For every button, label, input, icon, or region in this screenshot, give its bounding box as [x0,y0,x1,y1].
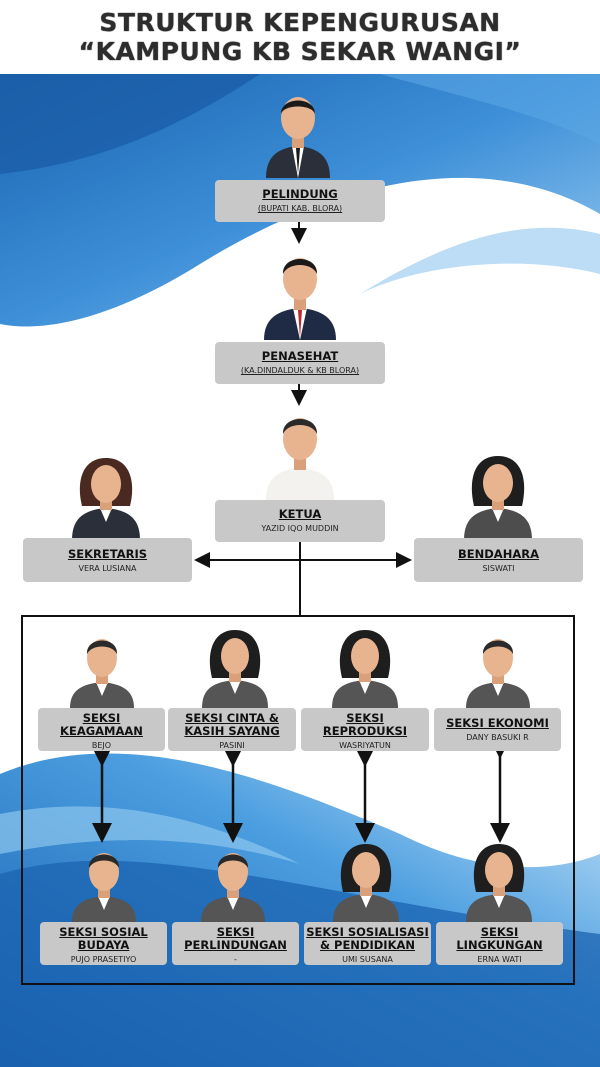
reproduksi-box: SEKSI REPRODUKSI WASRIYATUN [301,708,429,751]
title-line-2: “KAMPUNG KB SEKAR WANGI” [78,37,522,66]
sosial-box: SEKSI SOSIAL BUDAYA PUJO PRASETIYO [40,922,167,965]
sekretaris-title: SEKRETARIS [67,547,148,561]
perlindungan-avatar [201,853,265,922]
keagamaan-avatar [70,639,134,708]
ekonomi-name: DANY BASUKI R [466,733,529,742]
reproduksi-name: WASRIYATUN [339,741,391,750]
header: STRUKTUR KEPENGURUSAN “KAMPUNG KB SEKAR … [0,0,600,74]
cinta-title-1: SEKSI CINTA & [185,711,279,725]
ketua-name: YAZID IQO MUDDIN [261,524,339,533]
lingkungan-avatar [466,844,532,922]
ekonomi-box: SEKSI EKONOMI DANY BASUKI R [434,708,561,751]
lingkungan-title-2: LINGKUNGAN [456,938,543,952]
pelindung-box: PELINDUNG (BUPATI KAB. BLORA) [215,180,385,222]
pelindung-title: PELINDUNG [262,187,338,201]
reproduksi-title-1: SEKSI [346,711,384,725]
keagamaan-name: BEJO [91,741,112,750]
ketua-box: KETUA YAZID IQO MUDDIN [215,500,385,542]
penasehat-avatar [264,258,336,340]
sosialisasi-name: UMI SUSANA [342,955,393,964]
penasehat-name: (KA.DINDALDUK & KB BLORA) [240,366,360,375]
bendahara-title: BENDAHARA [458,547,539,561]
keagamaan-box: SEKSI KEAGAMAAN BEJO [38,708,165,751]
cinta-avatar [202,630,268,708]
pelindung-avatar [266,97,330,178]
cinta-name: PASINI [219,741,245,750]
sections-frame [21,615,575,985]
sekretaris-name: VERA LUSIANA [78,564,137,573]
ketua-title: KETUA [278,507,322,521]
ekonomi-title-1: SEKSI EKONOMI [446,716,549,730]
bendahara-avatar [464,456,532,540]
keagamaan-title-1: SEKSI [82,711,121,725]
pelindung-name: (BUPATI KAB. BLORA) [257,204,343,213]
penasehat-title: PENASEHAT [261,349,339,363]
perlindungan-box: SEKSI PERLINDUNGAN - [172,922,299,965]
sosial-title-1: SEKSI SOSIAL [59,925,148,939]
reproduksi-title-2: REPRODUKSI [322,724,408,738]
perlindungan-name: - [234,955,237,964]
ekonomi-avatar [466,639,530,708]
sekretaris-avatar [72,458,140,540]
cinta-box: SEKSI CINTA & KASIH SAYANG PASINI [168,708,296,751]
title-line-1: STRUKTUR KEPENGURUSAN [99,8,501,37]
sosialisasi-avatar [333,844,399,922]
sosial-title-2: BUDAYA [77,938,130,952]
sosialisasi-title-2: & PENDIDIKAN [319,938,416,952]
cinta-title-2: KASIH SAYANG [184,724,280,738]
sosialisasi-box: SEKSI SOSIALISASI & PENDIDIKAN UMI SUSAN… [304,922,431,965]
sosial-name: PUJO PRASETIYO [70,955,137,964]
lingkungan-title-1: SEKSI [480,925,519,939]
reproduksi-avatar [332,630,398,708]
ketua-avatar [266,418,334,500]
bendahara-box: BENDAHARA SISWATI [414,538,583,582]
sosial-avatar [72,853,136,922]
lingkungan-name: ERNA WATI [477,955,522,964]
sekretaris-box: SEKRETARIS VERA LUSIANA [23,538,192,582]
sosialisasi-title-1: SEKSI SOSIALISASI [306,925,429,939]
bendahara-name: SISWATI [482,564,515,573]
perlindungan-title-1: SEKSI [216,925,255,939]
perlindungan-title-2: PERLINDUNGAN [184,938,287,952]
lingkungan-box: SEKSI LINGKUNGAN ERNA WATI [436,922,563,965]
keagamaan-title-2: KEAGAMAAN [60,724,143,738]
penasehat-box: PENASEHAT (KA.DINDALDUK & KB BLORA) [215,342,385,384]
